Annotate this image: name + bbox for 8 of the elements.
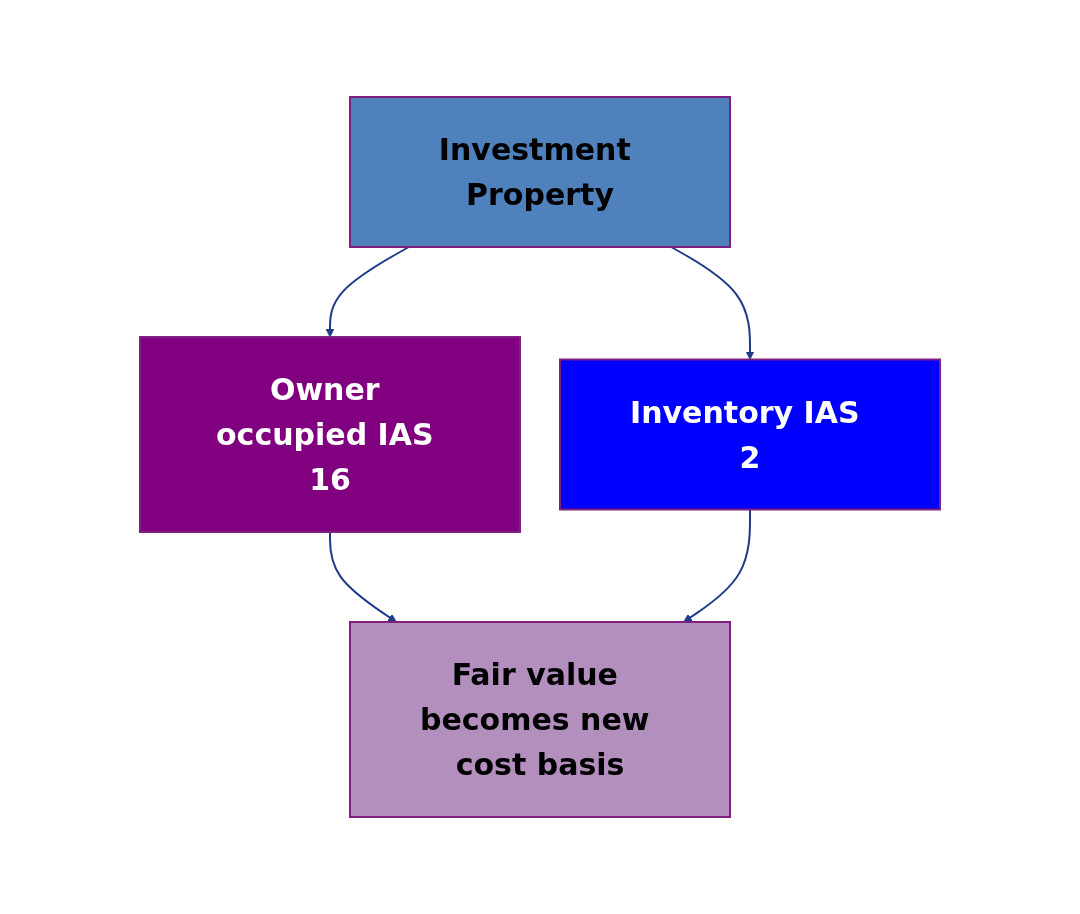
arrow — [325, 246, 410, 338]
arrow — [683, 508, 751, 623]
node-box: Fair value becomes new cost basis — [349, 621, 731, 818]
node-box: Owner occupied IAS 16 — [139, 336, 521, 533]
node-box: Inventory IAS 2 — [559, 358, 941, 511]
node-box: Investment Property — [349, 96, 731, 248]
arrow — [329, 531, 397, 623]
arrow — [670, 246, 755, 360]
